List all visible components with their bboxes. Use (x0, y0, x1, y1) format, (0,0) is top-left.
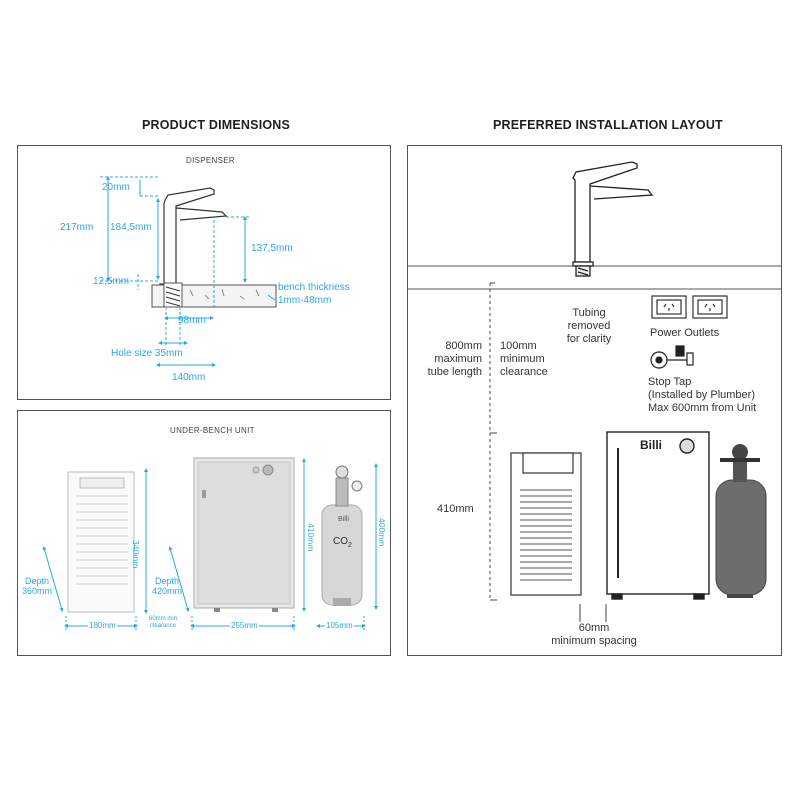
stop-tap-line2: (Installed by Plumber) (648, 389, 755, 401)
installation-dimension-lines (489, 282, 607, 622)
min-clearance: 100mm minimum clearance (500, 340, 548, 379)
depth-420-value: 420mm (152, 586, 183, 596)
max-tube-line3: tube length (427, 366, 482, 378)
dim-20: 20mm (102, 182, 130, 193)
power-outlet-icons (651, 295, 728, 319)
dim-140: 140mm (172, 372, 206, 383)
dispenser-title: DISPENSER (186, 156, 235, 165)
max-tube-line1: 800mm (445, 340, 482, 352)
min-clearance-line2: minimum (500, 353, 545, 365)
depth-360-value: 360mm (22, 586, 53, 596)
bench-thickness-label: bench thickness (278, 282, 350, 293)
installed-brand-label: Billi (640, 438, 663, 452)
depth-420-label: Depth (154, 576, 180, 586)
stop-tap-line3: Max 600mm from Unit (648, 402, 757, 414)
tubing-note: Tubing removed for clarity (558, 307, 620, 346)
max-tube-length: 800mm maximum tube length (412, 340, 482, 379)
co2-text: CO (333, 536, 348, 547)
co2-subscript: 2 (348, 542, 352, 549)
dim-12: 12,5mm (93, 276, 130, 287)
dim-137: 137,5mm (251, 243, 293, 254)
tubing-note-line2: removed (567, 320, 611, 332)
clearance-60-label: 60mm min (149, 616, 178, 622)
hole-size-label: Hole size 35mm (111, 348, 183, 359)
dim-217: 217mm (60, 222, 94, 233)
stop-tap-icon (650, 345, 694, 369)
brand-small-label: Billi (338, 516, 349, 523)
power-outlets-label: Power Outlets (650, 327, 720, 339)
dispenser-panel (17, 145, 391, 400)
tubing-note-line1: Tubing (572, 307, 606, 319)
dim-180: 180mm (88, 621, 117, 630)
installed-chiller-unit (606, 431, 710, 600)
depth-360-label: Depth (24, 576, 50, 586)
bench-thickness-value: 1mm-48mm (278, 295, 332, 306)
min-clearance-line1: 100mm (500, 340, 537, 352)
co2-label: CO2 (333, 536, 352, 549)
chiller-unit-drawing (193, 457, 295, 612)
depth-360: Depth 360mm (22, 576, 52, 596)
installed-tap-drawing (572, 161, 654, 277)
product-dimensions-heading: PRODUCT DIMENSIONS (142, 118, 291, 132)
depth-420: Depth 420mm (152, 576, 182, 596)
minimum-spacing: 60mm minimum spacing (544, 622, 644, 648)
installation-layout-heading: PREFERRED INSTALLATION LAYOUT (493, 118, 723, 132)
installed-co2-cylinder (715, 444, 767, 598)
dim-105: 105mm (325, 621, 354, 630)
dim-340: 340mm (131, 540, 141, 569)
tubing-note-line3: for clarity (566, 333, 612, 345)
installed-height-410: 410mm (437, 503, 474, 515)
installed-filter-unit (510, 452, 582, 596)
dim-410-chiller: 410mm (306, 523, 316, 552)
dim-255: 255mm (230, 621, 259, 630)
dim-98: 98mm (178, 315, 206, 326)
dim-184: 184,5mm (110, 222, 152, 233)
dispenser-dimension-lines (100, 176, 276, 367)
min-clearance-line3: clearance (500, 366, 548, 378)
under-bench-title: UNDER-BENCH UNIT (170, 426, 255, 435)
filter-unit-drawing (67, 471, 135, 613)
dispenser-tap-drawing (159, 187, 228, 289)
stop-tap-line1: Stop Tap (648, 376, 692, 388)
co2-cylinder-drawing (321, 465, 363, 606)
bench-top-lines (408, 265, 781, 290)
dim-400: 400mm (377, 518, 387, 547)
spacing-line1: 60mm (578, 622, 610, 634)
clearance-60-value: clearance (150, 623, 177, 629)
spacing-line2: minimum spacing (551, 635, 637, 647)
clearance-60: 60mm min clearance (149, 616, 177, 630)
under-bench-dimension-lines (42, 458, 378, 632)
stop-tap-note: Stop Tap (Installed by Plumber) Max 600m… (648, 376, 756, 415)
max-tube-line2: maximum (434, 353, 482, 365)
